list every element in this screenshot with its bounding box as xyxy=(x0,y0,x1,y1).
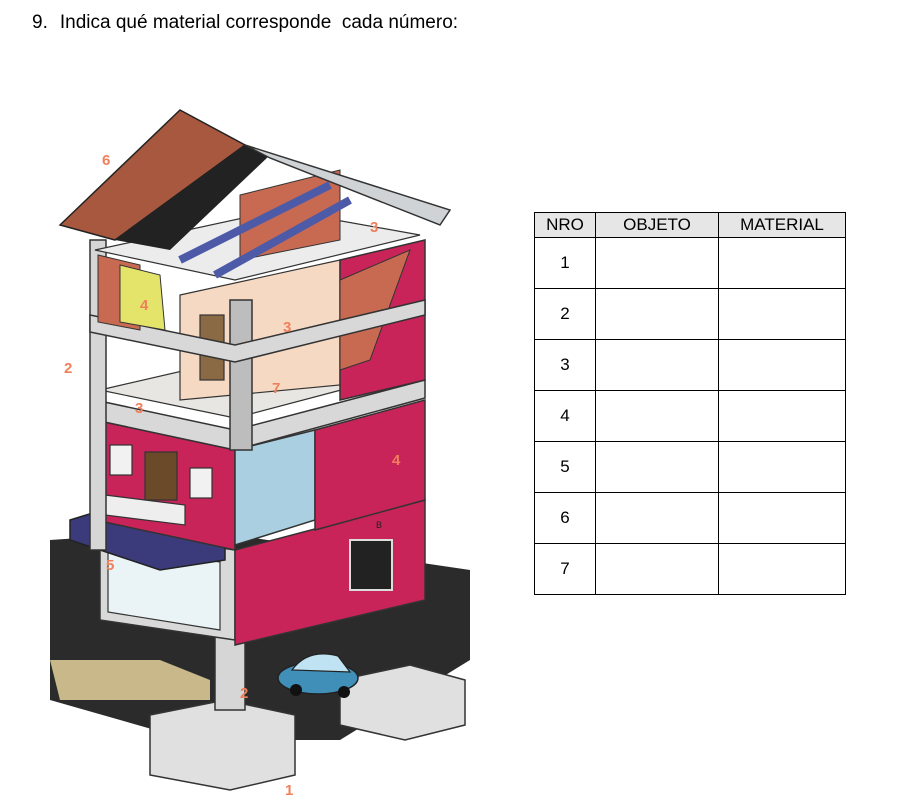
row-number: 2 xyxy=(535,289,596,340)
table-row: 2 xyxy=(535,289,846,340)
objeto-cell[interactable] xyxy=(596,493,719,544)
table-row: 6 xyxy=(535,493,846,544)
row-number: 6 xyxy=(535,493,596,544)
foundation-right xyxy=(340,665,465,740)
material-cell[interactable] xyxy=(719,442,846,493)
table-row: 4 xyxy=(535,391,846,442)
house-cutaway-illustration: 6 3 4 3 2 7 3 4 5 2 1 B xyxy=(40,100,480,800)
question-number: 9. xyxy=(32,12,48,33)
callout-2-column: 2 xyxy=(240,685,248,702)
row-number: 1 xyxy=(535,238,596,289)
objeto-cell[interactable] xyxy=(596,289,719,340)
table-row: 7 xyxy=(535,544,846,595)
objeto-cell[interactable] xyxy=(596,544,719,595)
window-left xyxy=(110,445,132,475)
row-number: 3 xyxy=(535,340,596,391)
header-material: MATERIAL xyxy=(719,213,846,238)
table-row: 5 xyxy=(535,442,846,493)
objeto-cell[interactable] xyxy=(596,391,719,442)
row-number: 4 xyxy=(535,391,596,442)
callout-3-roof: 3 xyxy=(370,219,378,236)
objeto-cell[interactable] xyxy=(596,238,719,289)
table-row: 1 xyxy=(535,238,846,289)
callout-5: 5 xyxy=(106,557,114,574)
row-number: 7 xyxy=(535,544,596,595)
table-header-row: NRO OBJETO MATERIAL xyxy=(535,213,846,238)
callout-3-upper-slab: 3 xyxy=(283,319,291,336)
material-cell[interactable] xyxy=(719,340,846,391)
callout-3-floor: 3 xyxy=(135,400,143,417)
callout-6: 6 xyxy=(102,152,110,169)
objeto-cell[interactable] xyxy=(596,340,719,391)
material-cell[interactable] xyxy=(719,289,846,340)
header-objeto: OBJETO xyxy=(596,213,719,238)
callout-4-attic: 4 xyxy=(140,297,149,314)
question-text: 9. Indica qué material corresponde cada n… xyxy=(32,12,458,34)
table-row: 3 xyxy=(535,340,846,391)
callout-2-left: 2 xyxy=(64,360,72,377)
window-right xyxy=(190,468,212,498)
barred-window xyxy=(350,540,392,590)
callout-7: 7 xyxy=(272,380,280,397)
foundation-front xyxy=(150,700,295,790)
question-prompt: Indica qué material corresponde cada núm… xyxy=(60,12,458,33)
house-cutaway-drawing: 6 3 4 3 2 7 3 4 5 2 1 B xyxy=(40,100,480,800)
header-nro: NRO xyxy=(535,213,596,238)
material-cell[interactable] xyxy=(719,238,846,289)
column-rebar xyxy=(230,300,252,450)
balcony-door xyxy=(145,452,177,500)
callout-1: 1 xyxy=(285,782,293,799)
material-cell[interactable] xyxy=(719,493,846,544)
objeto-cell[interactable] xyxy=(596,442,719,493)
material-cell[interactable] xyxy=(719,391,846,442)
material-cell[interactable] xyxy=(719,544,846,595)
answer-table: NRO OBJETO MATERIAL 1 2 3 4 5 xyxy=(534,212,846,595)
row-number: 5 xyxy=(535,442,596,493)
callout-4-wall: 4 xyxy=(392,452,401,469)
sign-letter: B xyxy=(376,520,382,530)
